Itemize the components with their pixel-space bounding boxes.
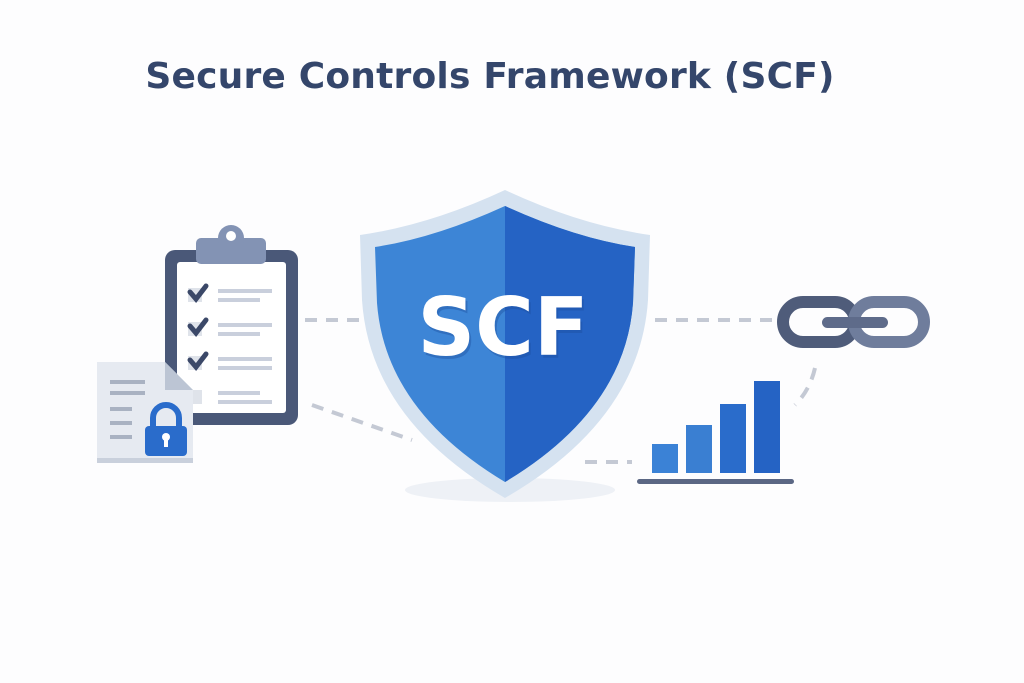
- page-title: Secure Controls Framework (SCF): [0, 56, 1024, 97]
- chain-link-icon: [777, 296, 930, 348]
- title-text: Secure Controls Framework (SCF): [145, 56, 835, 97]
- locked-document-icon: [97, 362, 193, 463]
- connector-lines: [305, 318, 817, 464]
- shield-icon: SCF SCF: [360, 190, 650, 498]
- clipboard-checklist-icon: [165, 225, 298, 425]
- bar-chart-icon: [637, 381, 794, 484]
- shield-label-shadow: SCF: [420, 284, 591, 377]
- shield-label: SCF: [418, 281, 589, 374]
